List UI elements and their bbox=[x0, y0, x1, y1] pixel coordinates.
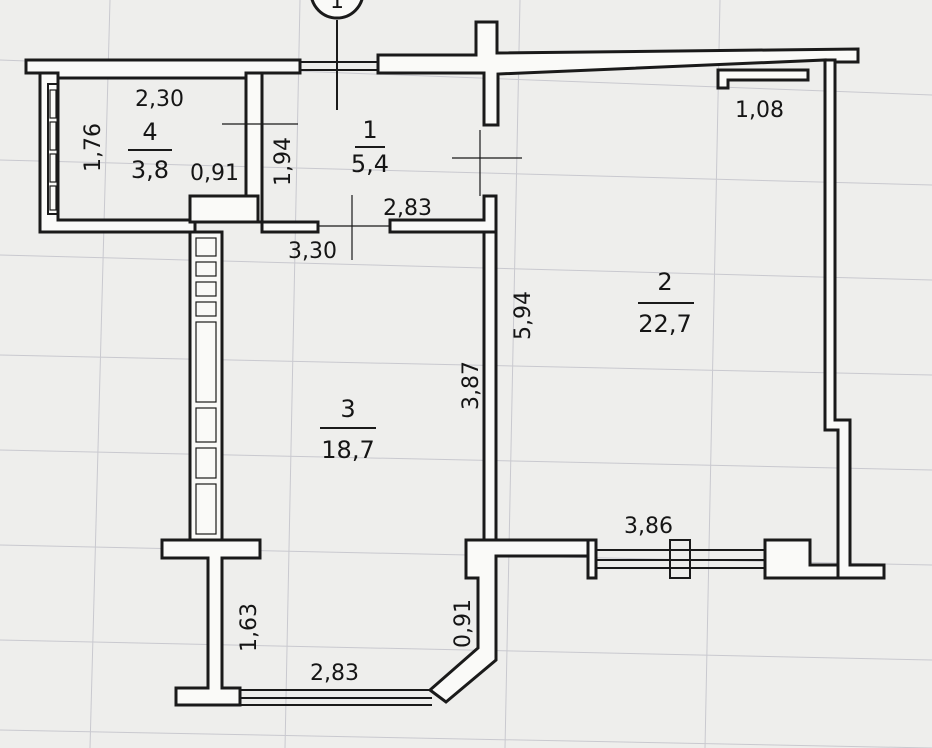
vent-blocks bbox=[195, 237, 217, 535]
dim-hall-bottom: 2,83 bbox=[383, 196, 432, 221]
dim-room2-top-right: 1,08 bbox=[735, 98, 784, 123]
room-1-label: 1 5,4 bbox=[351, 116, 389, 178]
room-1-number: 1 bbox=[362, 116, 377, 144]
dim-kitchen-top: 3,30 bbox=[288, 239, 337, 264]
dim-window-room2: 3,86 bbox=[624, 514, 673, 539]
axis-ticks bbox=[222, 123, 522, 260]
room-3-label: 3 18,7 bbox=[320, 395, 376, 464]
dim-kitchen-bay: 0,91 bbox=[451, 599, 476, 648]
dimension-labels: 2,30 1,76 0,91 1,94 2,83 3,30 3,87 5,94 … bbox=[81, 87, 784, 686]
dim-kitchen-lower-side: 1,63 bbox=[237, 603, 262, 652]
dim-balcony-side: 1,76 bbox=[81, 123, 106, 172]
windows bbox=[240, 61, 765, 706]
dim-closet-door: 0,91 bbox=[190, 161, 239, 186]
axis-marker: 1 bbox=[310, 0, 364, 110]
dim-hall-side: 1,94 bbox=[271, 137, 296, 186]
room-labels: 1 5,4 2 22,7 3 18,7 4 3,8 bbox=[128, 116, 694, 464]
room-1-area: 5,4 bbox=[351, 150, 389, 178]
room-2-area: 22,7 bbox=[638, 310, 691, 338]
room-4-number: 4 bbox=[142, 118, 157, 146]
exterior-walls bbox=[24, 20, 886, 580]
room-4-label: 4 3,8 bbox=[128, 118, 172, 184]
interior-walls bbox=[160, 68, 840, 707]
room-4-area: 3,8 bbox=[131, 156, 169, 184]
room-2-number: 2 bbox=[657, 268, 672, 296]
axis-marker-label: 1 bbox=[330, 0, 344, 14]
room-3-number: 3 bbox=[340, 395, 355, 423]
dim-balcony-top: 2,30 bbox=[135, 87, 184, 112]
dim-kitchen-side: 3,87 bbox=[459, 361, 484, 410]
dim-kitchen-window: 2,83 bbox=[310, 661, 359, 686]
room-2-label: 2 22,7 bbox=[638, 268, 694, 338]
dim-room2-side: 5,94 bbox=[511, 291, 536, 340]
balcony-railing bbox=[47, 83, 59, 215]
room-3-area: 18,7 bbox=[321, 436, 374, 464]
